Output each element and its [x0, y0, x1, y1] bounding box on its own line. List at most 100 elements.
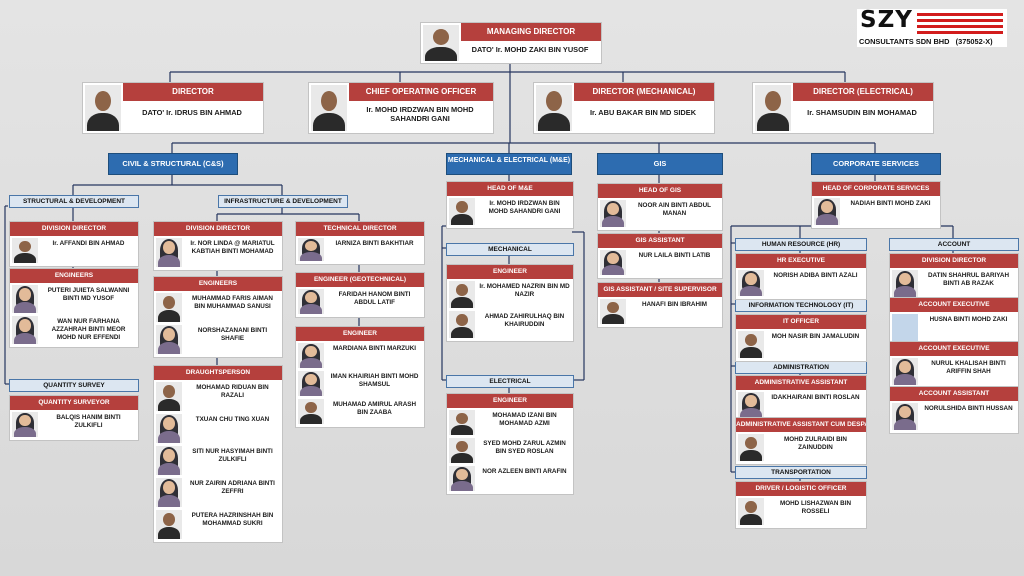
- card-acc-exec2: ACCOUNT EXECUTIVE NURUL KHALISAH BINTI AR…: [889, 341, 1019, 389]
- card-title: HR EXECUTIVE: [736, 254, 866, 268]
- person-name: Ir. MOHAMED NAZRIN BIN MD NAZIR: [479, 283, 570, 298]
- card-title: ENGINEER: [447, 265, 573, 279]
- section-gis: GIS: [597, 153, 723, 175]
- card-mech-eng: ENGINEER Ir. MOHAMED NAZRIN BIN MD NAZIR A…: [446, 264, 574, 342]
- person-name: NOR AZLEEN BINTI ARAFIN: [482, 468, 567, 475]
- dept-transportation: TRANSPORTATION: [735, 466, 867, 479]
- card-title: HEAD OF M&E: [447, 182, 573, 196]
- photo: [449, 198, 475, 225]
- photo: [156, 510, 182, 539]
- photo: [536, 85, 572, 131]
- dept-electrical: ELECTRICAL: [446, 375, 574, 388]
- photo: [738, 270, 764, 296]
- person-name: NORULSHIDA BINTI HUSSAN: [924, 405, 1013, 412]
- photo: [156, 382, 182, 411]
- card-title: HEAD OF CORPORATE SERVICES: [812, 182, 940, 196]
- photo: [298, 238, 324, 261]
- photo: [814, 198, 840, 225]
- card-title: TECHNICAL DIRECTOR: [296, 222, 424, 236]
- card-title: CHIEF OPERATING OFFICER: [349, 83, 493, 101]
- person-name: PUTERA HAZRINSHAH BIN MOHAMMAD SUKRI: [191, 512, 274, 527]
- photo: [12, 316, 38, 344]
- person-name: NOOR AIN BINTI ABDUL MANAN: [638, 202, 711, 217]
- card-adm2: ADMINISTRATIVE ASSISTANT CUM DESPATCHMOH…: [735, 417, 867, 465]
- card-title: GIS ASSISTANT: [598, 234, 722, 248]
- person-name: HANAFI BIN IBRAHIM: [641, 301, 708, 308]
- photo: [738, 434, 764, 461]
- person-name: MOHAMAD IZANI BIN MOHAMAD AZMI: [492, 412, 557, 427]
- person-name: NUR LAILA BINTI LATIB: [638, 252, 711, 259]
- dept-information-technology: INFORMATION TECHNOLOGY (IT): [735, 299, 867, 312]
- card-inf-eng2: ENGINEER MARDIANA BINTI MARZUKI IMAN KHAIR…: [295, 326, 425, 428]
- card-title: IT OFFICER: [736, 315, 866, 329]
- person-name: FARIDAH HANOM BINTI ABDUL LATIF: [338, 291, 411, 306]
- card-title: DIRECTOR (ELECTRICAL): [793, 83, 933, 101]
- dept-account: ACCOUNT: [889, 238, 1019, 251]
- card-title: DIRECTOR: [123, 83, 263, 101]
- person-name: MUHAMMAD FARIS AIMAN BIN MUHAMMAD SANUSI: [192, 295, 273, 310]
- photo: [892, 270, 918, 297]
- dept-structural: STRUCTURAL & DEVELOPMENT: [9, 195, 139, 208]
- person-name: Ir. SHAMSUDIN BIN MOHAMAD: [807, 108, 917, 117]
- person-name: Ir. NOR LINDA @ MARIATUL KABTIAH BINTI M…: [190, 240, 275, 255]
- photo: [755, 85, 791, 131]
- card-it-off: IT OFFICER MOH NASIR BIN JAMALUDIN: [735, 314, 867, 362]
- card-title: ENGINEER (GEOTECHNICAL): [296, 273, 424, 287]
- logo-brand: SZY: [860, 7, 913, 33]
- dept-human-resource: HUMAN RESOURCE (HR): [735, 238, 867, 251]
- person-name: NURUL KHALISAH BINTI ARIFFIN SHAH: [931, 360, 1006, 375]
- card-title: ACCOUNT EXECUTIVE: [890, 342, 1018, 356]
- person-name: NADIAH BINTI MOHD ZAKI: [850, 200, 931, 207]
- person-name: MUHAMAD AMIRUL ARASH BIN ZAABA: [332, 401, 417, 416]
- person-name: DATO' Ir. MOHD ZAKI BIN YUSOF: [471, 45, 589, 54]
- photo: [738, 498, 764, 525]
- person-name: NORSHAZANANI BINTI SHAFIE: [197, 327, 268, 342]
- card-title: ADMINISTRATIVE ASSISTANT: [736, 376, 866, 390]
- photo: [600, 299, 626, 324]
- photo: [738, 331, 764, 358]
- photo: [12, 412, 38, 437]
- card-title: DRAUGHTSPERSON: [154, 366, 282, 380]
- card-title: ENGINEERS: [154, 277, 282, 291]
- person-name: MOH NASIR BIN JAMALUDIN: [771, 333, 860, 340]
- person-name: IDAKHAIRANI BINTI ROSLAN: [771, 394, 860, 401]
- dept-infrastructure: INFRASTRUCTURE & DEVELOPMENT: [218, 195, 348, 208]
- person-name: MARDIANA BINTI MARZUKI: [332, 345, 416, 352]
- photo: [449, 410, 475, 435]
- director-electrical-card: DIRECTOR (ELECTRICAL) Ir. SHAMSUDIN BIN …: [752, 82, 934, 134]
- managing-director-card: MANAGING DIRECTOR DATO' Ir. MOHD ZAKI BI…: [420, 22, 602, 64]
- person-name: AHMAD ZAHIRULHAQ BIN KHAIRUDDIN: [484, 313, 565, 328]
- card-title: ENGINEER: [296, 327, 424, 341]
- photo: [449, 281, 475, 308]
- person-name: MOHD LISHAZWAN BIN ROSSELI: [779, 500, 851, 515]
- photo: [892, 403, 918, 430]
- photo: [738, 392, 764, 418]
- photo: [156, 478, 182, 507]
- logo-company: CONSULTANTS SDN BHD (375052-X): [859, 37, 993, 46]
- photo: [600, 250, 626, 275]
- photo: [600, 200, 626, 227]
- person-name: BALQIS HANIM BINTI ZULKIFLI: [56, 414, 121, 429]
- person-name: SYED MOHD ZARUL AZMIN BIN SYED ROSLAN: [483, 440, 566, 455]
- director-card: DIRECTOR DATO' Ir. IDRUS BIN AHMAD: [82, 82, 264, 134]
- card-gis-asst: GIS ASSISTANT NUR LAILA BINTI LATIB: [597, 233, 723, 279]
- coo-card: CHIEF OPERATING OFFICER Ir. MOHD IRDZWAN…: [308, 82, 494, 134]
- person-name: DATIN SHAHRUL BARIYAH BINTI AB RAZAK: [927, 272, 1010, 287]
- dept-administration: ADMINISTRATION: [735, 361, 867, 374]
- section-civil-structural: CIVIL & STRUCTURAL (C&S): [108, 153, 238, 175]
- card-title: DIVISION DIRECTOR: [10, 222, 138, 236]
- photo: [892, 358, 918, 385]
- photo: [85, 85, 121, 131]
- person-name: IMAN KHAIRIAH BINTI MOHD SHAMSUL: [330, 373, 419, 388]
- person-name: Ir. ABU BAKAR BIN MD SIDEK: [589, 108, 697, 117]
